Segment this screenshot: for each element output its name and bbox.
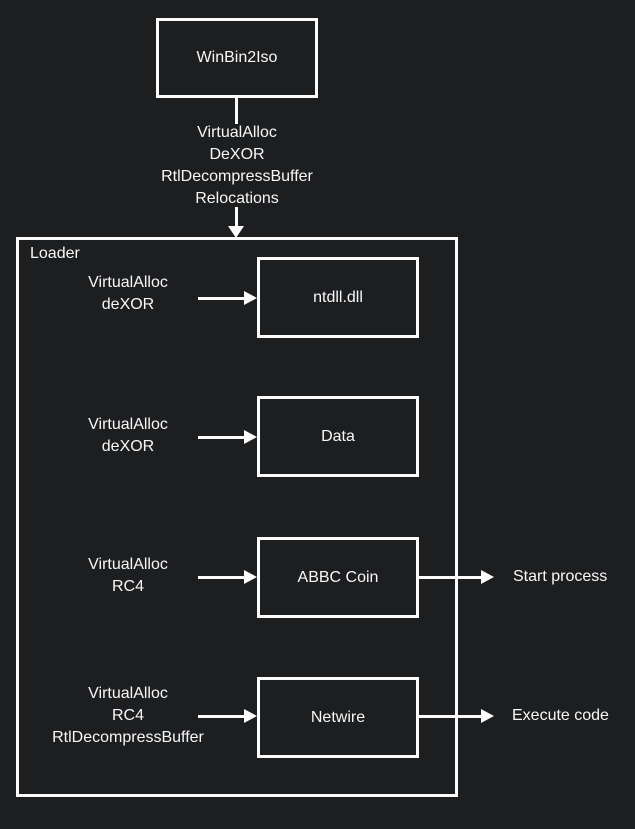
node-abbc-coin: ABBC Coin <box>257 537 419 618</box>
arrow-shaft <box>198 715 244 718</box>
step: VirtualAlloc <box>88 685 168 702</box>
arrowhead-icon <box>244 570 257 584</box>
step: RC4 <box>111 707 144 724</box>
output-execute-code: Execute code <box>512 707 609 724</box>
arrowhead-icon <box>244 291 257 305</box>
arrow-shaft <box>198 297 244 300</box>
arrowhead-icon <box>244 430 257 444</box>
step: VirtualAlloc <box>88 416 168 433</box>
row-data-steps: VirtualAlloc deXOR <box>48 414 208 458</box>
unpack-steps: VirtualAlloc DeXOR RtlDecompressBuffer R… <box>112 122 362 210</box>
output-arrowhead-icon <box>481 709 494 723</box>
unpack-step: RtlDecompressBuffer <box>161 168 313 185</box>
row-abbc-steps: VirtualAlloc RC4 <box>48 554 208 598</box>
node-data: Data <box>257 396 419 477</box>
node-data-label: Data <box>321 427 355 445</box>
unpack-step: DeXOR <box>209 146 265 163</box>
row-netwire-steps: VirtualAlloc RC4 RtlDecompressBuffer <box>28 683 228 749</box>
step: deXOR <box>101 438 155 455</box>
node-netwire: Netwire <box>257 677 419 758</box>
step: RC4 <box>111 578 144 595</box>
node-ntdll: ntdll.dll <box>257 257 419 338</box>
unpack-step: VirtualAlloc <box>197 124 277 141</box>
loader-label: Loader <box>30 245 80 262</box>
step: RtlDecompressBuffer <box>52 729 204 746</box>
connector-line <box>235 97 238 124</box>
output-arrow-shaft <box>418 576 481 579</box>
node-winbin2iso-label: WinBin2Iso <box>196 49 278 66</box>
output-arrow-shaft <box>418 715 481 718</box>
arrow-shaft <box>198 436 244 439</box>
output-arrowhead-icon <box>481 570 494 584</box>
down-arrowhead-icon <box>228 226 244 238</box>
row-ntdll-steps: VirtualAlloc deXOR <box>48 272 208 316</box>
down-arrow-shaft <box>235 207 238 227</box>
loader-container <box>16 237 458 797</box>
arrowhead-icon <box>244 709 257 723</box>
node-abbc-coin-label: ABBC Coin <box>297 568 379 586</box>
step: deXOR <box>101 296 155 313</box>
node-netwire-label: Netwire <box>310 708 366 726</box>
step: VirtualAlloc <box>88 556 168 573</box>
step: VirtualAlloc <box>88 274 168 291</box>
arrow-shaft <box>198 576 244 579</box>
node-ntdll-label: ntdll.dll <box>313 288 363 306</box>
unpack-step: Relocations <box>195 190 279 207</box>
node-winbin2iso: WinBin2Iso <box>156 18 318 98</box>
output-start-process: Start process <box>513 568 608 585</box>
